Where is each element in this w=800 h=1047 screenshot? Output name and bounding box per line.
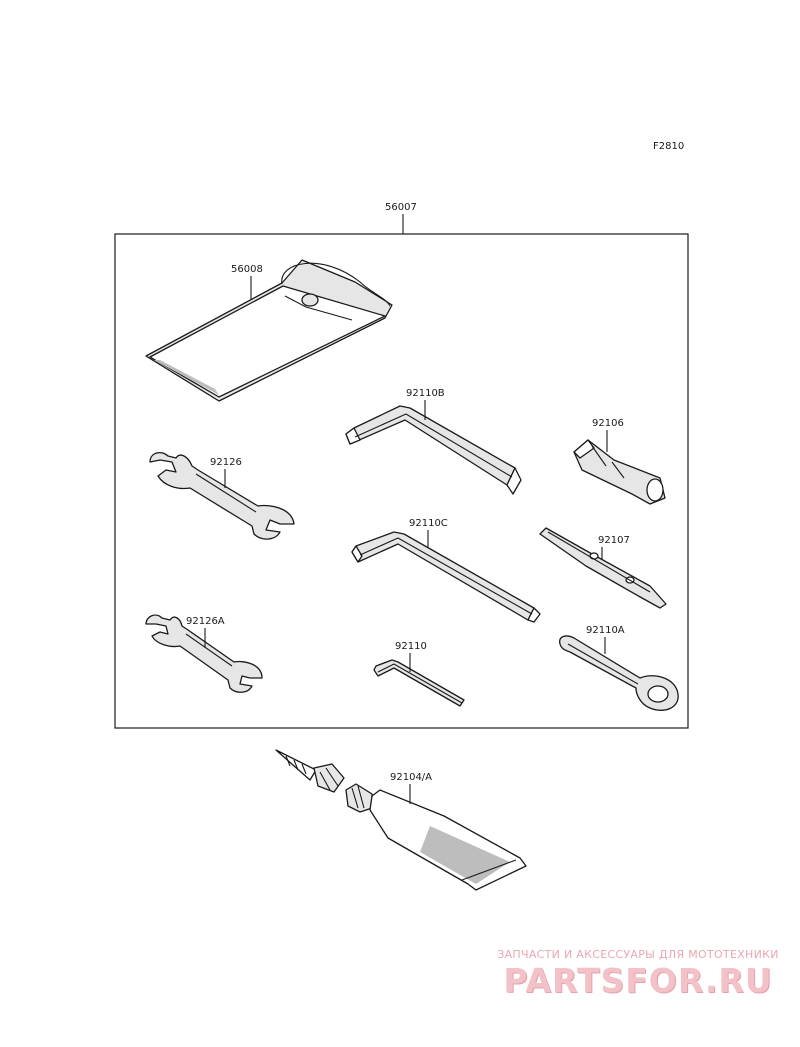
part-label-92106[interactable]: 92106 <box>592 418 624 429</box>
part-label-92126[interactable]: 92126 <box>210 457 242 468</box>
screwdriver-handle-92106-part[interactable] <box>573 439 666 505</box>
hex-wrench-92110b-part[interactable] <box>345 405 522 495</box>
hex-wrench-92110-part[interactable] <box>373 659 465 707</box>
part-label-92110a[interactable]: 92110A <box>586 625 625 636</box>
wrench-92126a-part[interactable] <box>145 614 263 693</box>
figure-code: F2810 <box>653 141 684 152</box>
watermark-tagline: ЗАПЧАСТИ И АКСЕССУАРЫ ДЛЯ МОТОТЕХНИКИ <box>497 948 779 961</box>
spanner-92110a-part[interactable] <box>559 635 679 711</box>
part-label-92110[interactable]: 92110 <box>395 641 427 652</box>
part-label-92110c[interactable]: 92110C <box>409 518 448 529</box>
hex-wrench-92110c-part[interactable] <box>351 531 541 623</box>
watermark-logo: PARTSFOR.RU <box>503 961 773 1000</box>
case-snap-button <box>301 293 319 307</box>
wrench-92126-part[interactable] <box>149 451 295 540</box>
kit-label[interactable]: 56007 <box>385 202 417 213</box>
part-label-92107[interactable]: 92107 <box>598 535 630 546</box>
part-label-92126a[interactable]: 92126A <box>186 616 225 627</box>
part-label-92104a[interactable]: 92104/A <box>390 772 432 783</box>
tool-case-part[interactable] <box>145 259 393 402</box>
kit-frame <box>114 233 689 729</box>
grease-tube-92104a-part[interactable] <box>275 749 527 891</box>
part-label-92110b[interactable]: 92110B <box>406 388 445 399</box>
watermark: ЗАПЧАСТИ И АКСЕССУАРЫ ДЛЯ МОТОТЕХНИКИ PA… <box>478 948 798 1001</box>
screwdriver-bit-92107-part[interactable] <box>539 527 667 609</box>
part-label-56008[interactable]: 56008 <box>231 264 263 275</box>
